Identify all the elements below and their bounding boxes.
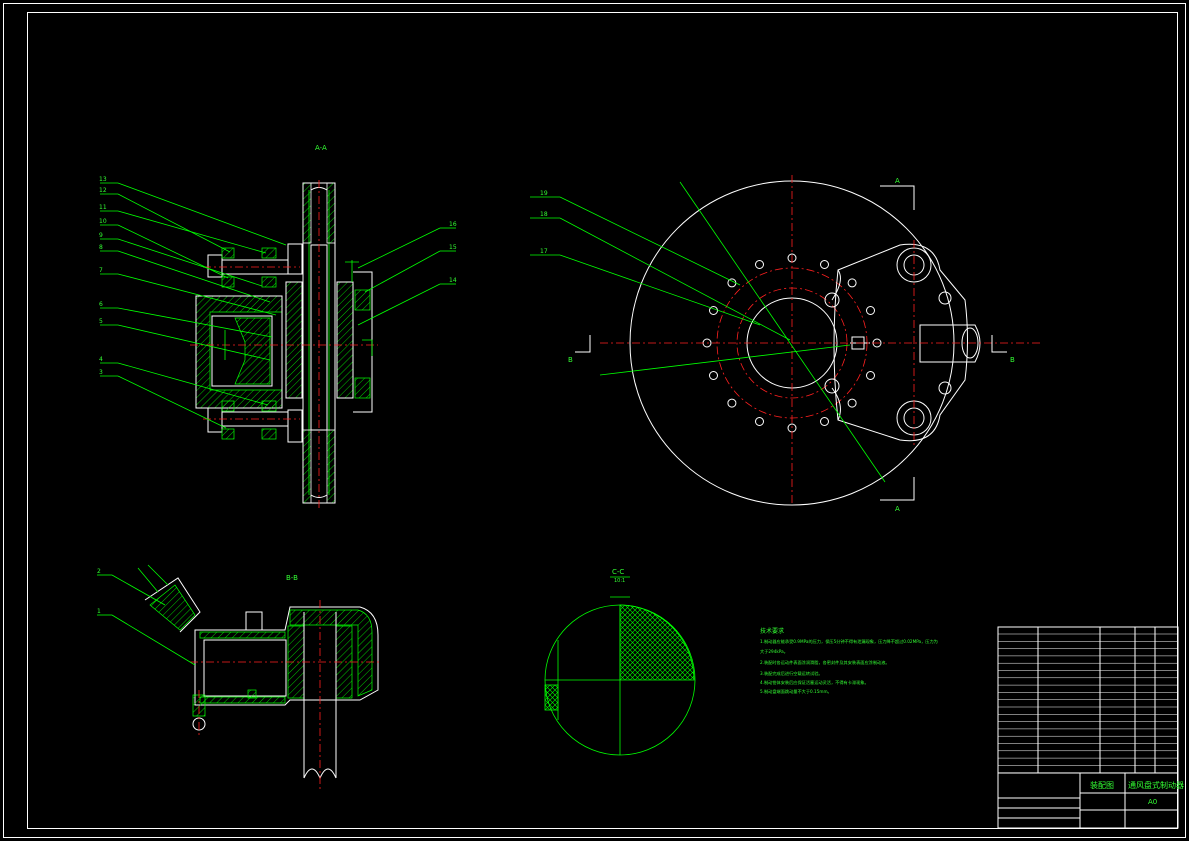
tech-req-line: 1.制动器应能承受0.9MPa的压力，保压5分钟不得有泄漏现象，压力降不超过0.… — [760, 638, 938, 645]
bolt-hole — [847, 398, 857, 408]
section-aa-label: A-A — [315, 144, 327, 152]
balloon-label: 13 — [99, 176, 107, 183]
balloon-label: 3 — [99, 369, 103, 376]
balloon-label: 19 — [540, 190, 548, 197]
sheet-size: A0 — [1148, 798, 1157, 806]
section-mark-a-top: A — [895, 177, 900, 185]
balloon-label: 15 — [449, 244, 457, 251]
tech-req-line: 5.制动盘端面跳动量不大于0.15mm。 — [760, 688, 832, 695]
balloons-aa-left: 13 12 11 10 9 8 7 6 5 4 3 — [99, 176, 107, 376]
balloon-label: 2 — [97, 568, 101, 575]
tech-req-line: 大于294kPa。 — [760, 648, 788, 655]
tech-req-title: 技术要求 — [760, 627, 784, 635]
parts-list — [997, 626, 1179, 774]
bolt-hole — [866, 306, 875, 315]
section-mark-a-bottom: A — [895, 505, 900, 513]
tech-req-line: 2.装配时各运动件表面涂润滑脂，各密封件及其安装表面应涂制动液。 — [760, 659, 890, 666]
balloon-label: 5 — [99, 318, 103, 325]
bolt-hole — [709, 371, 718, 380]
section-bb-view: B-B 2 1 — [97, 564, 380, 790]
drawing-title: 通风盘式制动器 — [1128, 780, 1184, 790]
bolt-hole — [727, 398, 737, 408]
balloon-label: 6 — [99, 301, 103, 308]
balloon-label: 12 — [99, 187, 107, 194]
outer-border — [3, 3, 1186, 838]
bolt-hole — [820, 417, 829, 426]
balloon-label: 14 — [449, 277, 457, 284]
balloon-label: 11 — [99, 204, 107, 211]
bolt-hole — [866, 371, 875, 380]
title-block: 装配图 通风盘式制动器 A0 — [997, 772, 1184, 829]
bolt-hole — [755, 260, 764, 269]
balloon-label: 17 — [540, 248, 548, 255]
section-cc-scale: 10:1 — [614, 578, 625, 584]
tech-req-line: 4.制动钳体安装后应保证活塞运动灵活，不得有卡滞现象。 — [760, 679, 869, 686]
balloons-front: 19 18 17 — [540, 190, 548, 255]
balloons-bb: 2 1 — [97, 568, 101, 615]
balloon-label: 1 — [97, 608, 101, 615]
section-mark-b-right: B — [1010, 356, 1015, 364]
bolt-hole — [820, 260, 829, 269]
drawing-type: 装配图 — [1090, 780, 1114, 790]
section-cc-view: C-C 10:1 — [544, 568, 696, 756]
section-cc-label: C-C — [612, 568, 624, 576]
tech-req-line: 3.装配完成后进行空载运转试验。 — [760, 670, 823, 677]
technical-requirements: 技术要求 1.制动器应能承受0.9MPa的压力，保压5分钟不得有泄漏现象，压力降… — [760, 627, 938, 695]
balloon-label: 18 — [540, 211, 548, 218]
balloon-label: 4 — [99, 356, 103, 363]
front-view: A A B B 19 18 17 — [530, 175, 1040, 513]
inner-frame — [27, 12, 1178, 829]
bolt-hole — [755, 417, 764, 426]
balloon-label: 10 — [99, 218, 107, 225]
balloon-label: 8 — [99, 244, 103, 251]
section-aa-view: A-A — [99, 144, 457, 508]
balloon-label: 9 — [99, 232, 103, 239]
section-mark-b-left: B — [568, 356, 573, 364]
balloon-label: 16 — [449, 221, 457, 228]
section-bb-label: B-B — [286, 574, 298, 582]
balloons-aa-right: 16 15 14 — [449, 221, 457, 284]
balloon-label: 7 — [99, 267, 103, 274]
bolt-hole — [847, 278, 857, 288]
